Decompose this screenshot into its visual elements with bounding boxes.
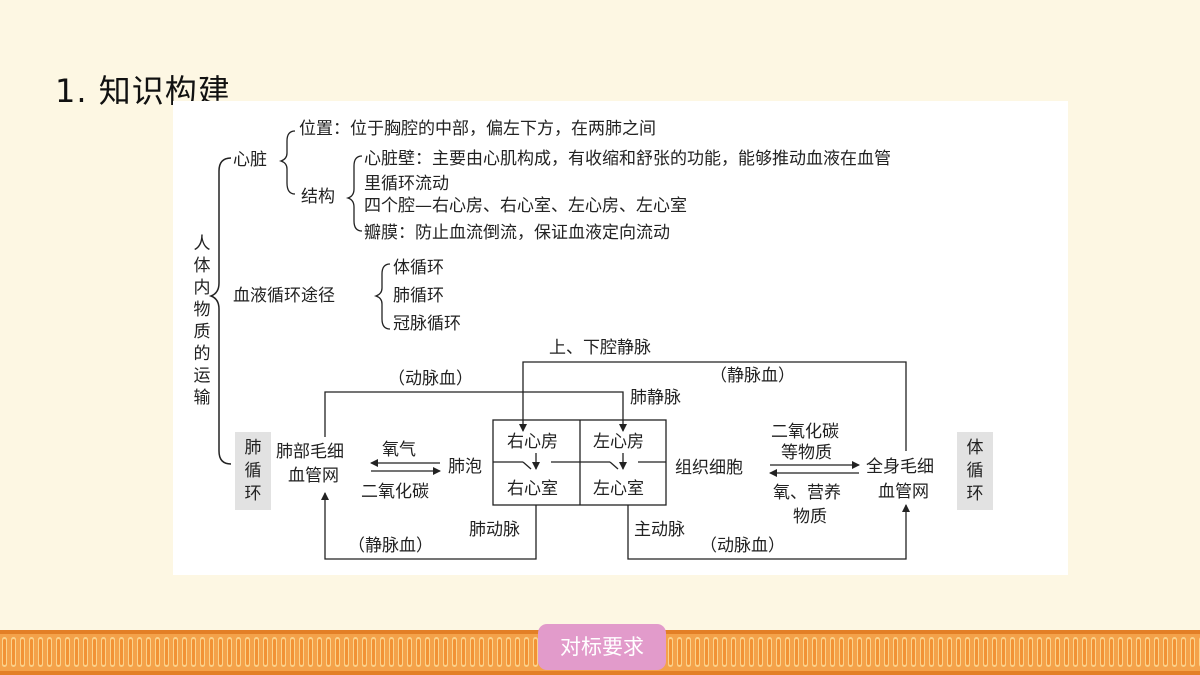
svg-text:体: 体 (194, 256, 211, 276)
tissue-cells-label: 组织细胞 (675, 458, 743, 478)
body-capillary-line2: 血管网 (878, 482, 929, 502)
circulation-brace (373, 263, 391, 330)
right-ventricle: 右心室 (507, 479, 558, 499)
root-label: 人 体 内 物 质 的 运 输 (194, 234, 211, 408)
pulmonary-circ-char-3: 环 (245, 484, 262, 504)
circulation-item-3: 冠脉循环 (393, 314, 461, 334)
svg-text:的: 的 (194, 344, 211, 364)
systemic-circ-box (957, 432, 993, 510)
pulmonary-vein-label: 肺静脉 (630, 388, 681, 408)
systemic-circ-char-2: 循 (967, 461, 984, 481)
heart-position: 位置：位于胸腔的中部，偏左下方，在两肺之间 (299, 119, 656, 139)
pulmonary-circ-char-2: 循 (245, 461, 262, 481)
venous-blood-top: （静脉血） (710, 366, 795, 386)
heart-wall-line1: 心脏壁：主要由心肌构成，有收缩和舒张的功能，能够推动血液在血管 (364, 149, 891, 169)
arterial-blood-bottom: （动脉血） (700, 536, 785, 556)
co2-etc-line2: 等物质 (781, 443, 832, 463)
structure-brace (345, 155, 363, 232)
systemic-circ-char-3: 环 (967, 484, 984, 504)
svg-text:质: 质 (194, 322, 211, 342)
venous-blood-bottom: （静脉血） (348, 536, 433, 556)
circulation-item-2: 肺循环 (393, 286, 444, 306)
lung-capillary-line2: 血管网 (288, 466, 339, 486)
right-atrium: 右心房 (507, 432, 558, 452)
body-capillary-line1: 全身毛细 (866, 457, 934, 477)
left-ventricle: 左心室 (593, 479, 644, 499)
structure-label: 结构 (301, 187, 335, 207)
pulmonary-circ-char-1: 肺 (245, 438, 262, 458)
svg-text:人: 人 (194, 234, 211, 254)
alveoli-label: 肺泡 (448, 457, 482, 477)
o2-nutrients-line1: 氧、营养 (773, 483, 841, 503)
lung-capillary-line1: 肺部毛细 (276, 442, 344, 462)
pulmonary-circ-box (235, 432, 271, 510)
arterial-blood-top: （动脉血） (388, 369, 473, 389)
left-atrium: 左心房 (593, 432, 644, 452)
heart-valves: 瓣膜：防止血流倒流，保证血液定向流动 (364, 223, 670, 243)
oxygen-label: 氧气 (382, 440, 416, 460)
knowledge-diagram: 人 体 内 物 质 的 运 输 心脏 位置：位于胸腔的中部，偏左下方，在两肺之间… (173, 101, 1068, 575)
o2-nutrients-line2: 物质 (793, 507, 827, 527)
co2-etc-line1: 二氧化碳 (771, 422, 839, 442)
co2-label: 二氧化碳 (361, 482, 429, 502)
svg-text:物: 物 (194, 300, 211, 320)
heart-label: 心脏 (233, 150, 267, 170)
svg-text:输: 输 (194, 388, 211, 408)
heart-brace (278, 130, 296, 195)
circulation-item-1: 体循环 (393, 258, 444, 278)
vena-cava-label: 上、下腔静脉 (549, 338, 651, 358)
root-brace (208, 157, 232, 465)
svg-text:内: 内 (194, 278, 211, 298)
heart-chambers: 四个腔—右心房、右心室、左心房、左心室 (364, 196, 687, 216)
systemic-circ-char-1: 体 (967, 438, 984, 458)
standards-button[interactable]: 对标要求 (538, 624, 666, 670)
aorta-label: 主动脉 (634, 520, 685, 540)
pulmonary-artery-label: 肺动脉 (469, 520, 520, 540)
circulation-label: 血液循环途径 (233, 286, 335, 306)
heart-wall-line2: 里循环流动 (364, 174, 449, 194)
svg-text:运: 运 (194, 366, 211, 386)
